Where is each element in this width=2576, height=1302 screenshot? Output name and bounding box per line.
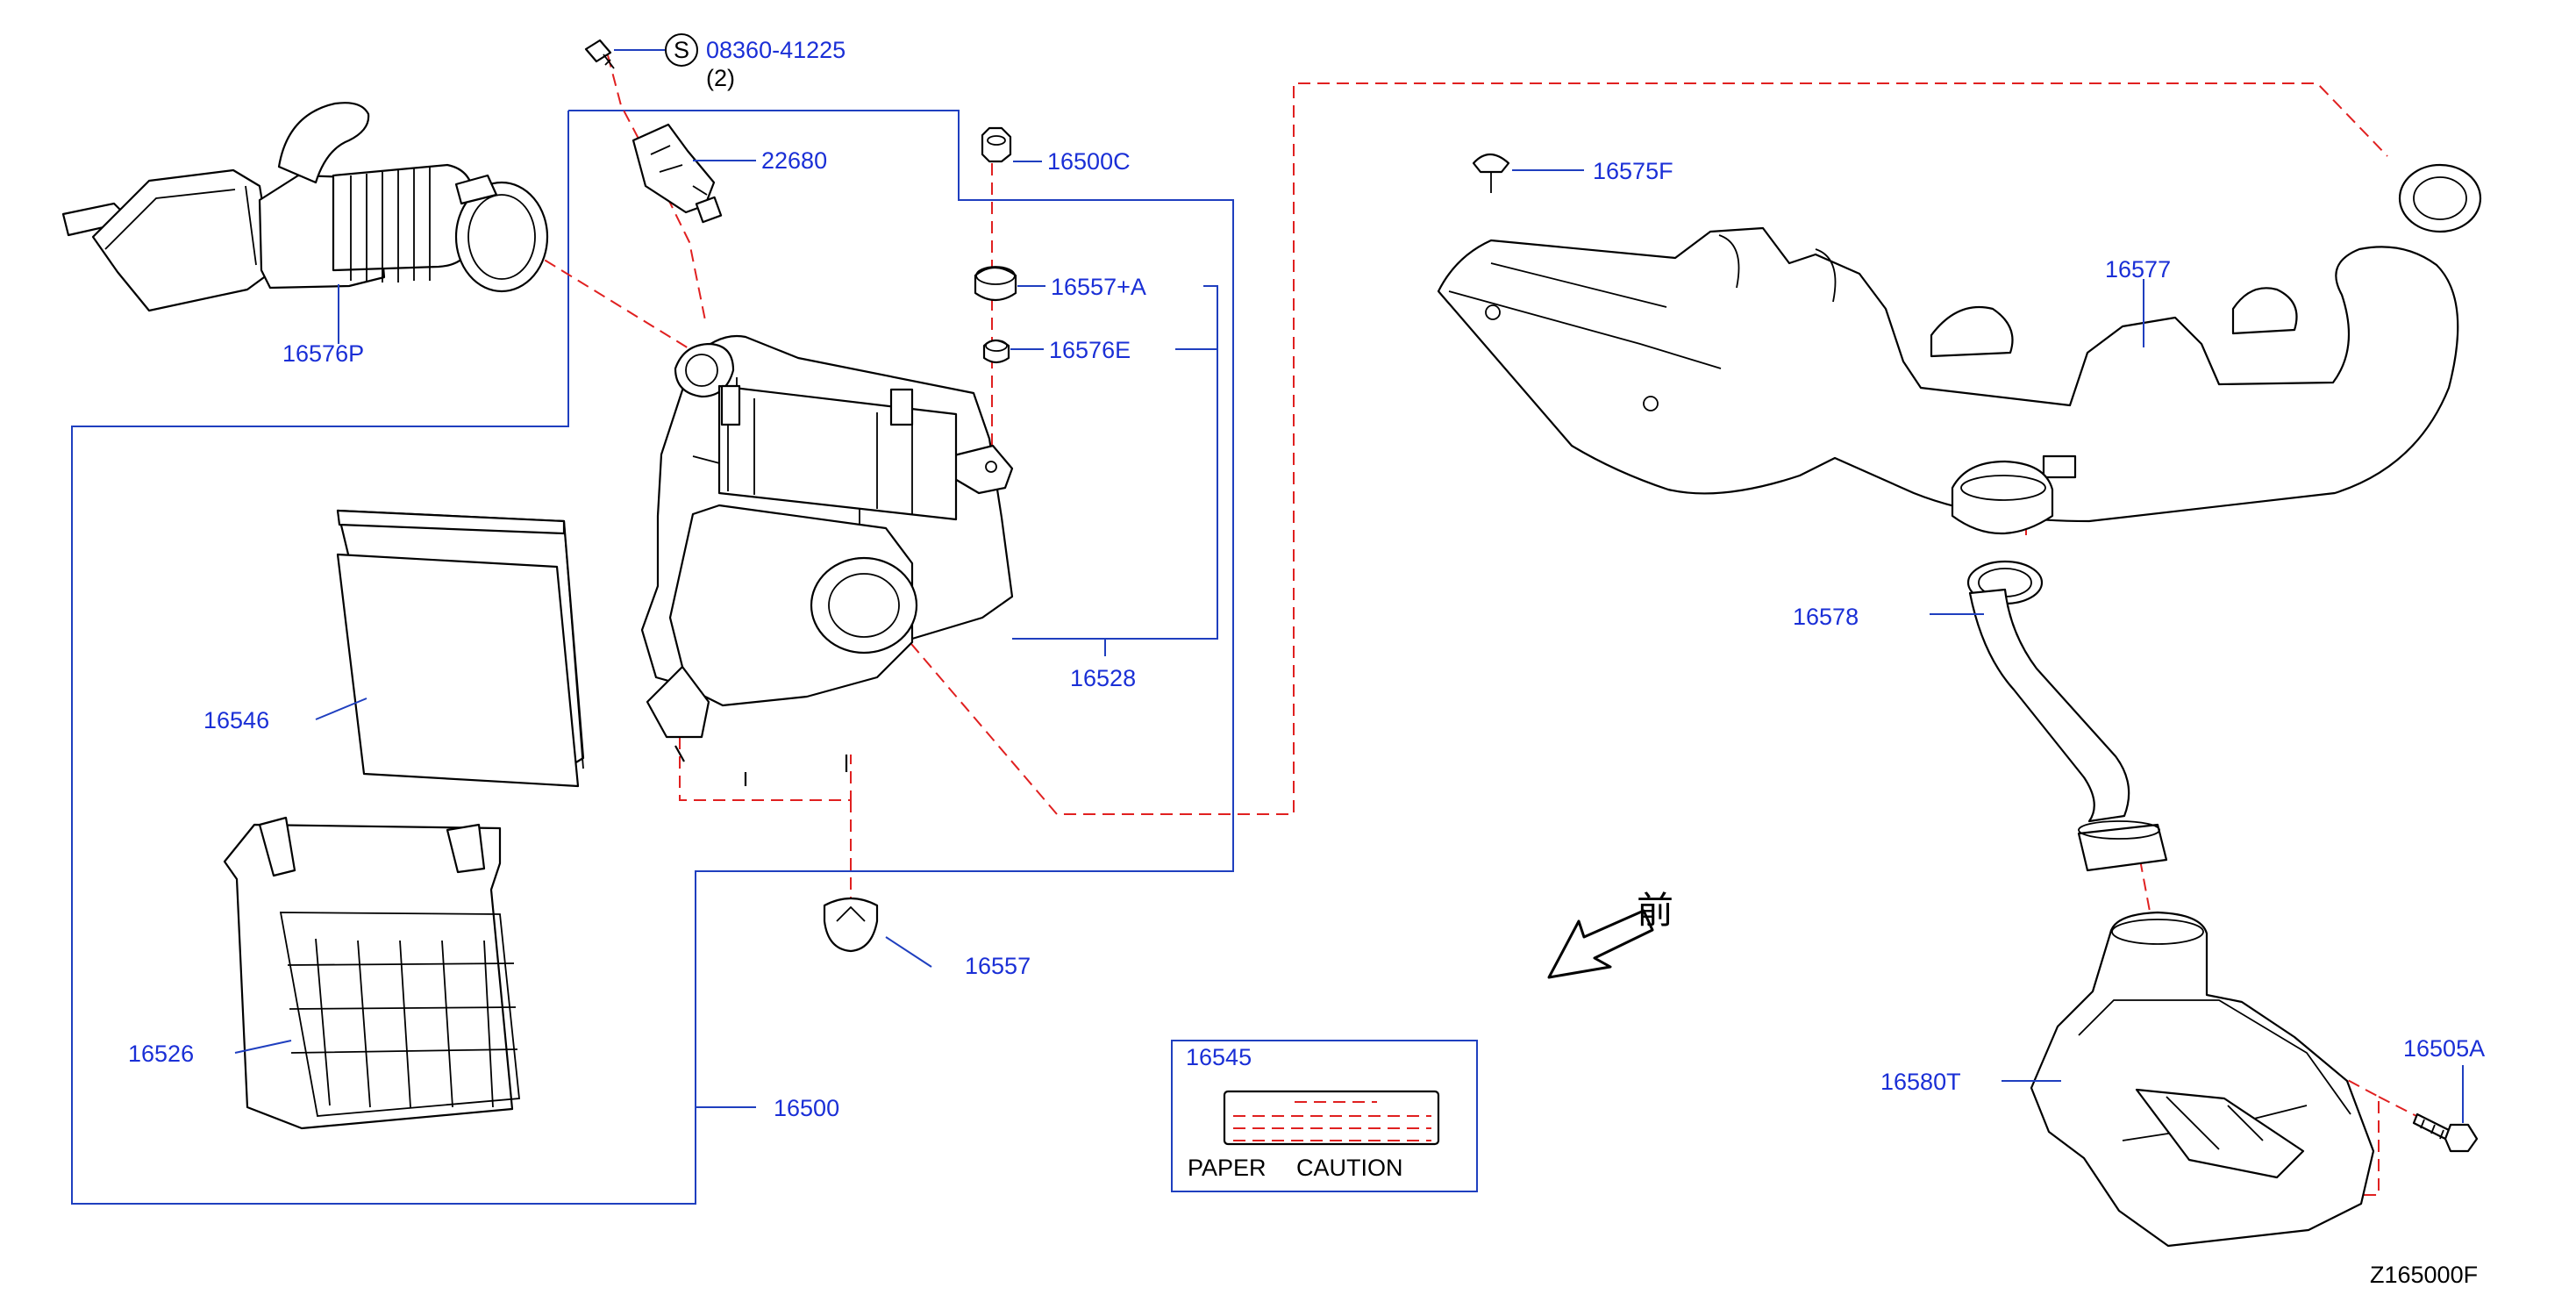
label-16580t: 16580T bbox=[1880, 1069, 1961, 1095]
grommet-16557a bbox=[974, 266, 1017, 302]
grommet-16500c bbox=[981, 126, 1012, 163]
label-16578: 16578 bbox=[1793, 604, 1859, 630]
air-cleaner-body-16528 bbox=[640, 335, 1014, 786]
diagram-code: Z165000F bbox=[2370, 1262, 2478, 1288]
label-16557a: 16557+A bbox=[1051, 274, 1146, 300]
caution-label-paper-text: PAPER bbox=[1188, 1155, 1267, 1181]
label-16577: 16577 bbox=[2105, 256, 2171, 283]
air-duct-16577 bbox=[1437, 163, 2482, 535]
label-16576p: 16576P bbox=[282, 340, 364, 367]
air-flow-sensor-22680 bbox=[632, 123, 723, 224]
air-filter-element-16546 bbox=[336, 509, 585, 788]
label-16557: 16557 bbox=[965, 953, 1031, 979]
bolt-16505a bbox=[2412, 1112, 2479, 1153]
hose-16578 bbox=[1966, 560, 2168, 872]
grommet-16557 bbox=[823, 897, 879, 953]
label-screw-qty: (2) bbox=[706, 65, 735, 91]
label-16500: 16500 bbox=[774, 1095, 839, 1121]
label-16575f: 16575F bbox=[1593, 158, 1673, 184]
grommet-16576e bbox=[982, 339, 1010, 364]
label-16505a: 16505A bbox=[2403, 1035, 2485, 1062]
front-direction-arrow-icon bbox=[1547, 909, 1654, 979]
label-16546: 16546 bbox=[203, 707, 269, 733]
standard-part-symbol bbox=[665, 33, 698, 67]
caution-label-caution-text: CAUTION bbox=[1296, 1155, 1403, 1181]
label-16500c: 16500C bbox=[1047, 148, 1131, 175]
clip-16575f bbox=[1472, 153, 1510, 193]
leader-16528-bracket bbox=[1012, 285, 1218, 640]
label-16545: 16545 bbox=[1186, 1044, 1252, 1070]
label-22680: 22680 bbox=[761, 147, 827, 174]
caution-label-drawing bbox=[1223, 1090, 1440, 1146]
label-16576e: 16576E bbox=[1049, 337, 1131, 363]
screw-08360-41225 bbox=[584, 39, 615, 69]
front-mark: 前 bbox=[1637, 889, 1673, 932]
group-boundary-16500 bbox=[71, 110, 1234, 1205]
filter-frame-16526 bbox=[223, 816, 520, 1130]
label-16526: 16526 bbox=[128, 1041, 194, 1067]
standard-part-symbol-text: S bbox=[674, 37, 689, 63]
caution-label-box bbox=[1171, 1040, 1478, 1192]
label-08360-41225: 08360-41225 bbox=[706, 37, 846, 63]
intake-hose-16576p bbox=[61, 102, 549, 312]
inlet-duct-16580t bbox=[2030, 911, 2375, 1248]
label-16528: 16528 bbox=[1070, 665, 1136, 691]
